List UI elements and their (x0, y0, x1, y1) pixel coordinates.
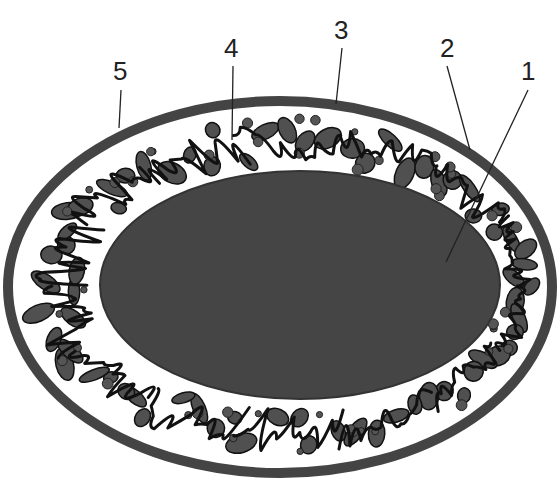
small-particle (316, 412, 322, 418)
small-particle (352, 164, 363, 175)
binder-chain (234, 409, 343, 451)
filler-particle (202, 120, 222, 141)
callout-number: 4 (224, 35, 238, 61)
leader-line (447, 66, 470, 150)
filler-particle (171, 390, 197, 406)
small-particle (86, 186, 93, 193)
small-particle (223, 407, 233, 417)
small-particle (295, 114, 304, 123)
leader-line (446, 90, 528, 262)
small-particle (147, 147, 155, 155)
small-particle (102, 378, 113, 389)
core (100, 171, 500, 399)
leader-line (232, 66, 233, 140)
small-particle (311, 115, 321, 125)
small-particle (431, 184, 441, 194)
small-particle (297, 448, 303, 454)
small-particle (255, 411, 261, 417)
binder-chain (496, 286, 525, 351)
leader-lines (119, 48, 528, 262)
filler-particle (43, 325, 65, 353)
outer-shell (8, 101, 552, 473)
binder-chain (69, 351, 154, 398)
callout-number: 2 (440, 35, 454, 61)
binder-chain (499, 216, 530, 286)
small-particle (56, 311, 63, 318)
callout-number: 1 (521, 58, 535, 84)
small-particle (487, 211, 497, 221)
binder-chain (341, 132, 437, 167)
binder-chain (44, 286, 92, 358)
binder-chain (151, 389, 250, 439)
small-particle (456, 400, 467, 411)
filler-particle (287, 405, 312, 430)
leader-line (119, 90, 121, 128)
leader-line (336, 48, 342, 104)
filler-particle (462, 360, 485, 383)
binder-chain (233, 127, 340, 160)
binder-chain (36, 227, 104, 285)
filler-particle (20, 299, 58, 327)
particle-layer (20, 114, 543, 457)
callout-number: 3 (334, 17, 348, 43)
small-particle (375, 156, 383, 164)
callout-number: 5 (113, 58, 127, 84)
binder-chain (339, 389, 432, 449)
small-particle (63, 207, 72, 216)
small-particle (81, 287, 87, 293)
